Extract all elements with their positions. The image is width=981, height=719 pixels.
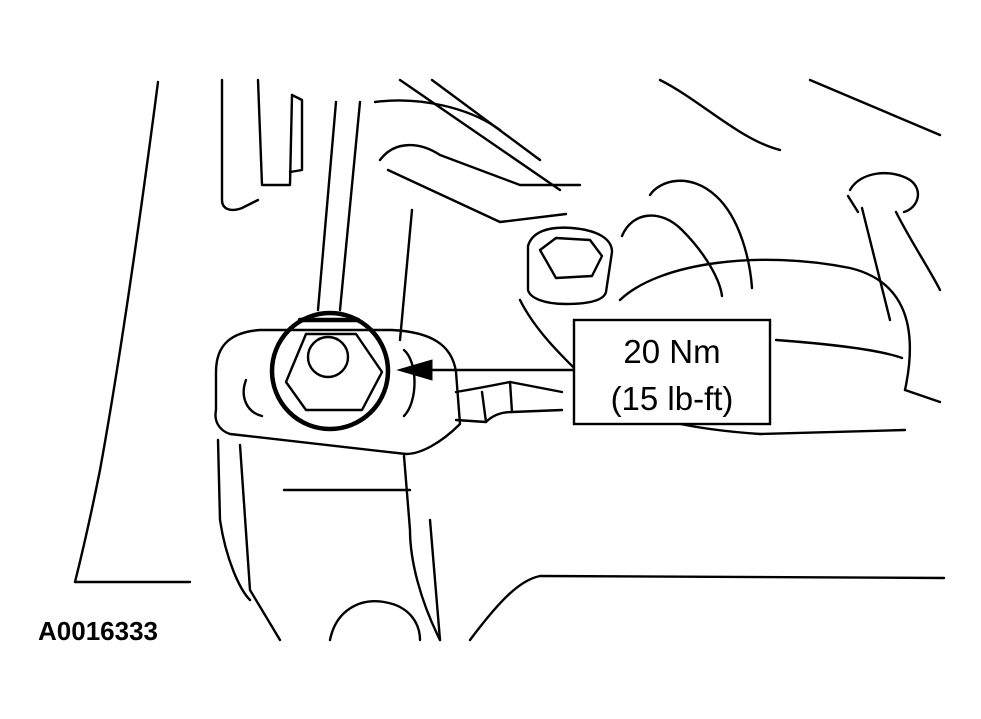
torque-nm-label: 20 Nm	[623, 333, 720, 370]
figure-id-label: A0016333	[38, 616, 158, 646]
flange-bolt	[269, 310, 391, 432]
arrowhead-icon	[396, 359, 433, 381]
callout-arrow	[396, 359, 576, 381]
torque-lbft-label: (15 lb-ft)	[611, 380, 734, 417]
component-outlines	[73, 78, 946, 642]
torque-callout: 20 Nm (15 lb-ft)	[572, 318, 772, 426]
